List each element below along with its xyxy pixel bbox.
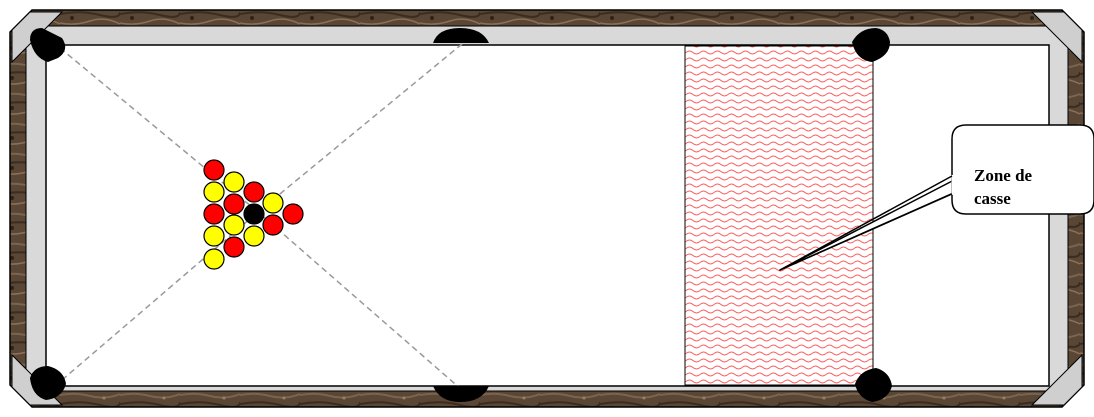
ball-red [283, 204, 303, 224]
break-zone [685, 46, 873, 385]
ball-yellow [224, 215, 244, 235]
ball-black [244, 204, 264, 224]
ball-red [204, 204, 224, 224]
ball-yellow [224, 172, 244, 192]
ball-red [244, 182, 264, 202]
ball-red [224, 237, 244, 257]
ball-yellow [244, 226, 264, 246]
callout-label: Zone de casse [974, 164, 1084, 210]
callout-label-line2: casse [974, 187, 1084, 210]
ball-yellow [204, 182, 224, 202]
callout-label-line1: Zone de [974, 164, 1084, 187]
ball-yellow [204, 226, 224, 246]
ball-red [224, 194, 244, 214]
ball-red [204, 160, 224, 180]
ball-red [263, 215, 283, 235]
ball-yellow [204, 249, 224, 269]
ball-yellow [263, 193, 283, 213]
